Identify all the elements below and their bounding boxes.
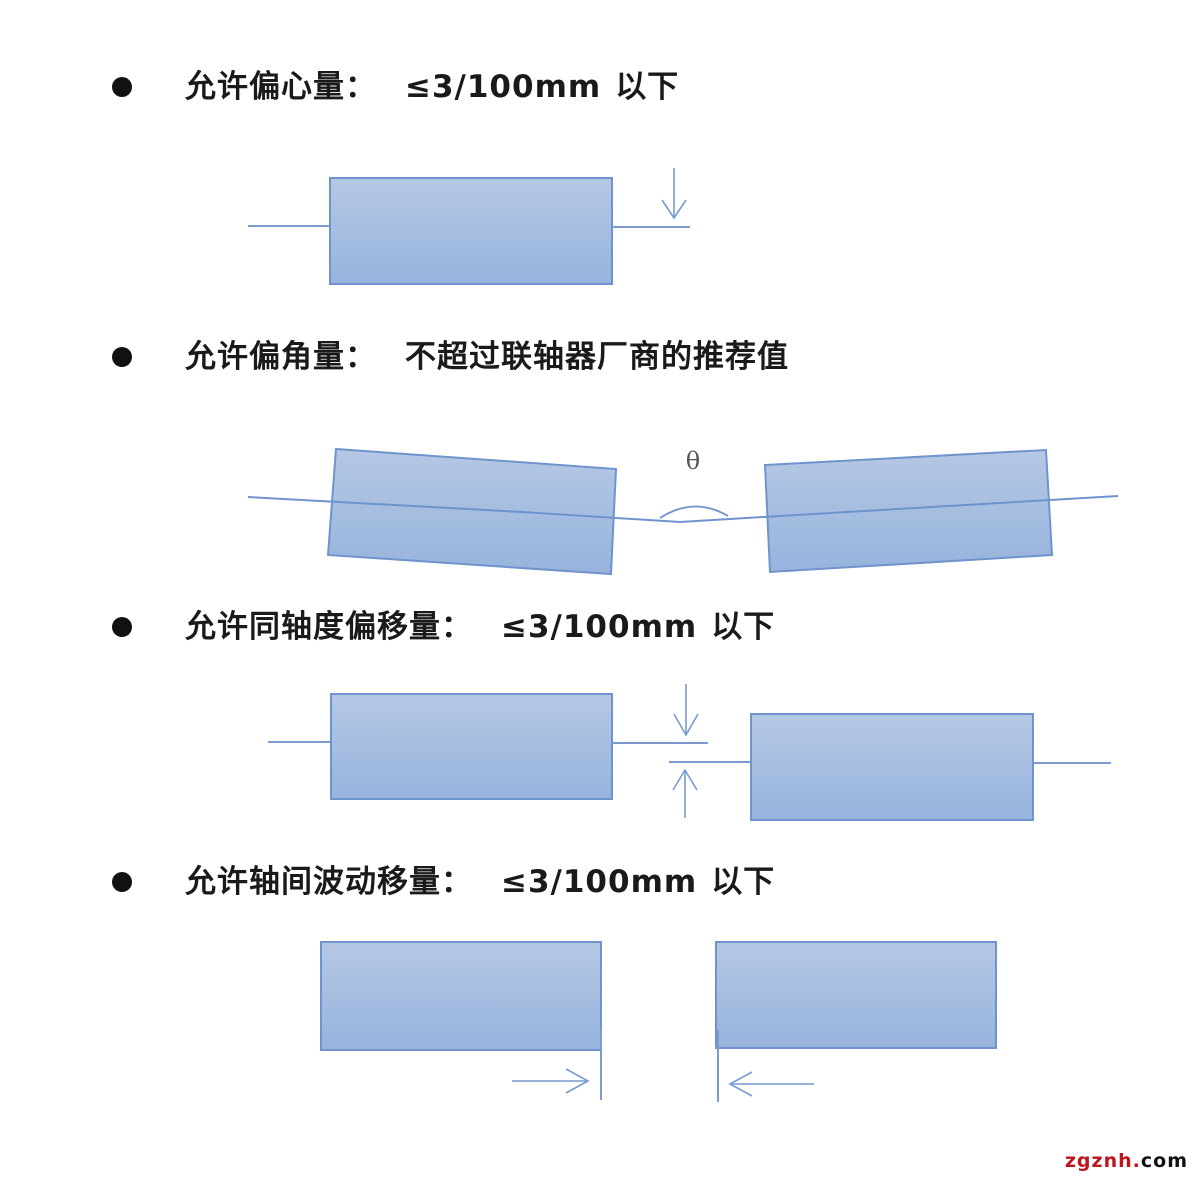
bullet-row-4 bbox=[112, 857, 132, 907]
section-4-label: 允许轴间波动移量： bbox=[185, 864, 473, 900]
section-2-heading: 允许偏角量： 不超过联轴器厂商的推荐值 bbox=[185, 332, 789, 382]
coupling-block-left bbox=[326, 447, 618, 576]
watermark-tld: com bbox=[1140, 1150, 1188, 1172]
angular-misalignment-diagram: θ bbox=[247, 447, 1119, 576]
coupling-block-left bbox=[320, 941, 602, 1051]
section-1-heading: 允许偏心量： ≤3/100mm 以下 bbox=[185, 62, 679, 112]
down-arrow-icon bbox=[661, 168, 687, 220]
up-arrow-icon bbox=[672, 768, 698, 818]
bullet-icon bbox=[112, 347, 132, 367]
bullet-icon bbox=[112, 872, 132, 892]
shaft-line bbox=[247, 495, 1119, 524]
coupling-block-right bbox=[715, 941, 997, 1049]
theta-symbol: θ bbox=[686, 447, 700, 475]
bullet-row-3 bbox=[112, 602, 132, 652]
section-1-label: 允许偏心量： bbox=[185, 69, 377, 105]
down-arrow-icon bbox=[673, 684, 699, 737]
section-3-value: ≤3/100mm bbox=[501, 609, 698, 645]
section-3-label: 允许同轴度偏移量： bbox=[185, 609, 473, 645]
right-arrow-icon bbox=[512, 1068, 590, 1094]
section-3-suffix: 以下 bbox=[711, 609, 776, 645]
radial-offset-diagram bbox=[248, 168, 690, 285]
left-arrow-icon bbox=[728, 1071, 814, 1097]
coupling-block-right bbox=[763, 448, 1054, 574]
coupling-block bbox=[329, 177, 613, 285]
angle-arc bbox=[659, 505, 729, 519]
watermark-main: zgznh bbox=[1064, 1150, 1133, 1172]
coupling-block-right bbox=[750, 713, 1034, 821]
axial-displacement-diagram bbox=[320, 941, 997, 1102]
bullet-row-2 bbox=[112, 332, 132, 382]
bullet-row-1 bbox=[112, 62, 132, 112]
coupling-block-left bbox=[330, 693, 613, 800]
section-2-label: 允许偏角量： bbox=[185, 339, 377, 375]
section-4-suffix: 以下 bbox=[711, 864, 776, 900]
bullet-icon bbox=[112, 77, 132, 97]
section-4-value: ≤3/100mm bbox=[501, 864, 698, 900]
section-1-suffix: 以下 bbox=[615, 69, 680, 105]
watermark: zgznh.com bbox=[1065, 1150, 1188, 1172]
section-3-heading: 允许同轴度偏移量： ≤3/100mm 以下 bbox=[185, 602, 775, 652]
coaxial-offset-diagram bbox=[268, 684, 1111, 821]
bullet-icon bbox=[112, 617, 132, 637]
section-4-heading: 允许轴间波动移量： ≤3/100mm 以下 bbox=[185, 857, 775, 907]
section-2-value: 不超过联轴器厂商的推荐值 bbox=[405, 339, 789, 375]
section-1-value: ≤3/100mm bbox=[405, 69, 602, 105]
watermark-dot: . bbox=[1132, 1150, 1141, 1172]
